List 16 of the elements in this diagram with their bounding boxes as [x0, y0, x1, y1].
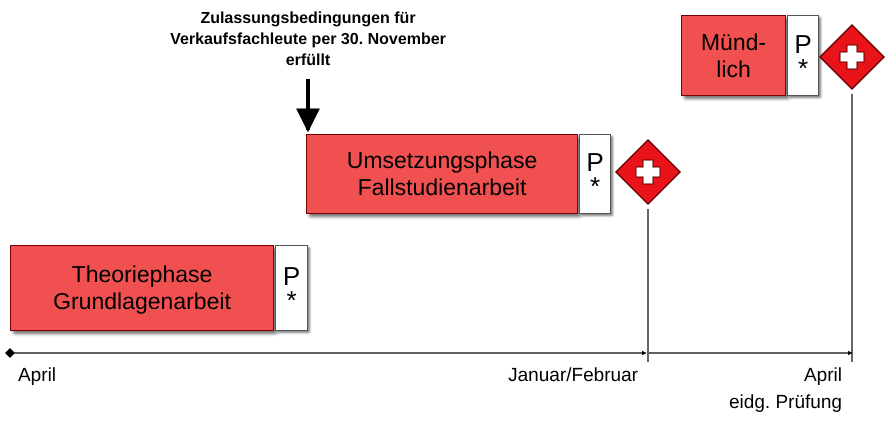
phase-box: Theoriephase Grundlagenarbeit: [10, 245, 274, 331]
exam-tag: P *: [787, 15, 819, 96]
swiss-cross-diamond: [818, 23, 886, 91]
connector-line: [851, 94, 853, 362]
connector-line: [647, 209, 649, 362]
exam-tag: P *: [579, 134, 611, 214]
phase-box: Münd-lich: [681, 15, 786, 96]
timeline-label: April: [18, 365, 56, 387]
exam-tag: P *: [275, 245, 308, 331]
timeline-label: Januar/Februar: [508, 365, 638, 387]
swiss-cross-diamond: [614, 138, 682, 206]
arrow: [296, 79, 320, 132]
timeline-label: eidg. Prüfung: [728, 392, 842, 414]
phase-box: Umsetzungsphase Fallstudienarbeit: [306, 134, 578, 214]
annotation-text: Zulassungsbedingungen für Verkaufsfachleute per 30. November erfüllt: [168, 8, 448, 76]
timeline-label: April: [804, 365, 842, 387]
